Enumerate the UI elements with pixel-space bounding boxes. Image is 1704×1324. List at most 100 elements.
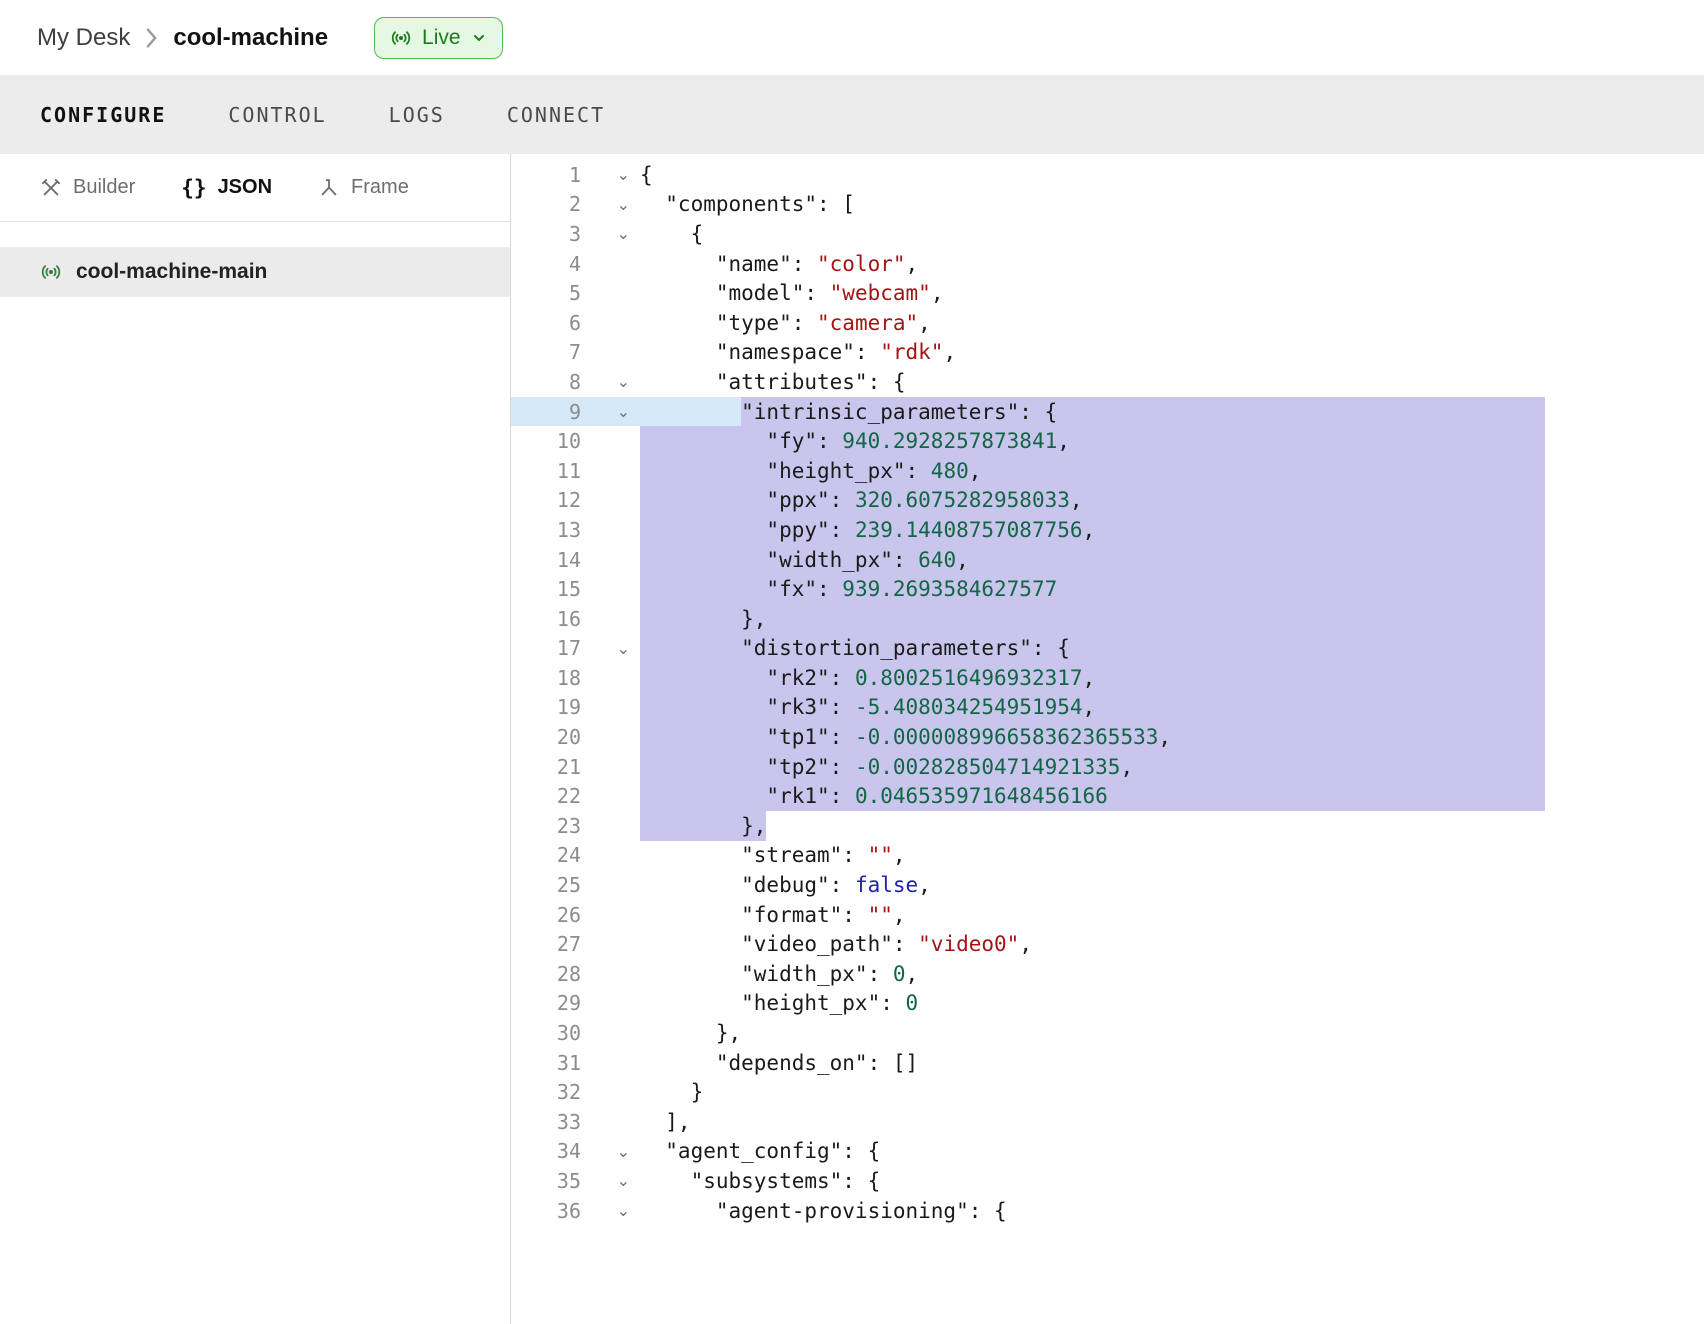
- fold-chevron-icon[interactable]: ⌄: [616, 1171, 630, 1191]
- code-line[interactable]: 16 },: [511, 603, 1545, 634]
- code-line[interactable]: 36⌄ "agent-provisioning": {: [511, 1196, 1545, 1226]
- code-line[interactable]: 2⌄ "components": [: [511, 190, 1545, 220]
- live-label: Live: [422, 25, 461, 49]
- code-line[interactable]: 26 "format": "",: [511, 900, 1545, 930]
- line-number: 17: [556, 636, 581, 661]
- mode-json[interactable]: {} JSON: [181, 176, 272, 200]
- code-line[interactable]: 22 "rk1": 0.046535971648456166: [511, 781, 1545, 812]
- code-line[interactable]: 25 "debug": false,: [511, 870, 1545, 900]
- content-area: Builder {} JSON Frame: [0, 154, 1704, 1324]
- code-line[interactable]: 8⌄ "attributes": {: [511, 367, 1545, 397]
- code-text: "tp1": -0.000008996658362365533,: [640, 725, 1172, 750]
- code-line[interactable]: 13 "ppy": 239.14408757087756,: [511, 515, 1545, 545]
- machine-live-icon: [40, 261, 62, 283]
- breadcrumb-parent-link[interactable]: My Desk: [37, 23, 131, 51]
- code-line[interactable]: 20 "tp1": -0.000008996658362365533,: [511, 722, 1545, 752]
- text-selection-highlight: [640, 811, 767, 841]
- fold-chevron-icon[interactable]: ⌄: [616, 638, 630, 658]
- machine-part-label: cool-machine-main: [76, 260, 268, 283]
- code-text: "attributes": {: [640, 369, 906, 394]
- line-number: 4: [568, 251, 581, 276]
- fold-chevron-icon[interactable]: ⌄: [616, 224, 630, 244]
- line-number: 12: [556, 488, 581, 513]
- sidebar-item-machine-part[interactable]: cool-machine-main: [0, 247, 510, 297]
- line-number: 26: [556, 902, 581, 927]
- code-line[interactable]: 10 "fy": 940.2928257873841,: [511, 426, 1545, 456]
- fold-chevron-icon[interactable]: ⌄: [616, 372, 630, 392]
- code-text: },: [640, 1021, 742, 1046]
- code-line[interactable]: 29 "height_px": 0: [511, 989, 1545, 1019]
- fold-chevron-icon[interactable]: ⌄: [616, 165, 630, 185]
- tab-configure[interactable]: CONFIGURE: [40, 102, 167, 127]
- code-text: "ppx": 320.6075282958033,: [640, 488, 1083, 513]
- code-line[interactable]: 15 "fx": 939.2693584627577: [511, 574, 1545, 604]
- code-text: "agent_config": {: [640, 1139, 881, 1164]
- code-text: "video_path": "video0",: [640, 932, 1032, 957]
- code-text: },: [640, 606, 767, 631]
- mode-json-label: JSON: [217, 176, 273, 198]
- fold-chevron-icon[interactable]: ⌄: [616, 1141, 630, 1161]
- text-selection-highlight: [640, 751, 1545, 782]
- code-line[interactable]: 32 }: [511, 1077, 1545, 1107]
- tab-control[interactable]: CONTROL: [228, 102, 327, 127]
- code-line[interactable]: 23 },: [511, 811, 1545, 841]
- code-text: ],: [640, 1109, 691, 1134]
- line-number: 18: [556, 665, 581, 690]
- text-selection-highlight: [640, 544, 1545, 575]
- line-number: 15: [556, 577, 581, 602]
- text-selection-highlight: [741, 396, 1545, 427]
- code-text: "width_px": 0,: [640, 961, 919, 986]
- code-line[interactable]: 19 "rk3": -5.408034254951954,: [511, 692, 1545, 723]
- code-line[interactable]: 21 "tp2": -0.002828504714921335,: [511, 751, 1545, 782]
- code-text: "namespace": "rdk",: [640, 340, 957, 365]
- code-line[interactable]: 31 "depends_on": []: [511, 1048, 1545, 1078]
- live-status-dropdown[interactable]: Live: [374, 16, 503, 59]
- code-line[interactable]: 3⌄ {: [511, 219, 1545, 249]
- mode-frame[interactable]: Frame: [318, 176, 409, 199]
- code-line[interactable]: 17⌄ "distortion_parameters": {: [511, 633, 1545, 664]
- braces-icon: {}: [181, 175, 207, 200]
- code-line[interactable]: 12 "ppx": 320.6075282958033,: [511, 485, 1545, 516]
- line-number: 20: [556, 725, 581, 750]
- code-line[interactable]: 1⌄{: [511, 160, 1545, 190]
- text-selection-highlight: [640, 603, 1545, 634]
- fold-chevron-icon[interactable]: ⌄: [616, 402, 630, 422]
- code-line[interactable]: 33 ],: [511, 1107, 1545, 1137]
- line-number: 33: [556, 1109, 581, 1134]
- text-selection-highlight: [640, 455, 1545, 486]
- line-number: 10: [556, 429, 581, 454]
- code-line[interactable]: 34⌄ "agent_config": {: [511, 1137, 1545, 1167]
- mode-builder[interactable]: Builder: [40, 176, 135, 199]
- configure-sidebar: Builder {} JSON Frame: [0, 154, 511, 1324]
- line-number: 23: [556, 813, 581, 838]
- line-number: 22: [556, 784, 581, 809]
- code-line[interactable]: 11 "height_px": 480,: [511, 455, 1545, 486]
- fold-chevron-icon[interactable]: ⌄: [616, 1201, 630, 1221]
- tab-logs[interactable]: LOGS: [388, 102, 445, 127]
- code-line[interactable]: 5 "model": "webcam",: [511, 278, 1545, 308]
- code-text: "intrinsic_parameters": {: [640, 399, 1058, 424]
- machine-title: cool-machine: [173, 23, 329, 51]
- code-text: "height_px": 0: [640, 991, 919, 1016]
- code-text: "height_px": 480,: [640, 458, 982, 483]
- code-line[interactable]: 35⌄ "subsystems": {: [511, 1166, 1545, 1196]
- code-line[interactable]: 30 },: [511, 1018, 1545, 1048]
- json-editor[interactable]: 1⌄{2⌄ "components": [3⌄ {4 "name": "colo…: [511, 154, 1704, 1324]
- code-line[interactable]: 4 "name": "color",: [511, 249, 1545, 279]
- code-line[interactable]: 14 "width_px": 640,: [511, 544, 1545, 575]
- code-line[interactable]: 18 "rk2": 0.8002516496932317,: [511, 663, 1545, 693]
- code-line[interactable]: 28 "width_px": 0,: [511, 959, 1545, 989]
- tab-connect[interactable]: CONNECT: [506, 102, 606, 127]
- line-number: 9: [568, 399, 581, 424]
- code-text: "tp2": -0.002828504714921335,: [640, 754, 1134, 779]
- code-line[interactable]: 24 "stream": "",: [511, 841, 1545, 871]
- code-line[interactable]: 9 ⌄ "intrinsic_parameters": {: [511, 396, 1545, 427]
- code-text: "subsystems": {: [640, 1168, 881, 1193]
- code-line[interactable]: 7 "namespace": "rdk",: [511, 338, 1545, 368]
- mode-builder-label: Builder: [73, 176, 136, 198]
- fold-chevron-icon[interactable]: ⌄: [616, 194, 630, 214]
- line-number: 11: [556, 458, 581, 483]
- code-line[interactable]: 6 "type": "camera",: [511, 308, 1545, 338]
- code-text: "type": "camera",: [640, 310, 931, 335]
- code-line[interactable]: 27 "video_path": "video0",: [511, 929, 1545, 959]
